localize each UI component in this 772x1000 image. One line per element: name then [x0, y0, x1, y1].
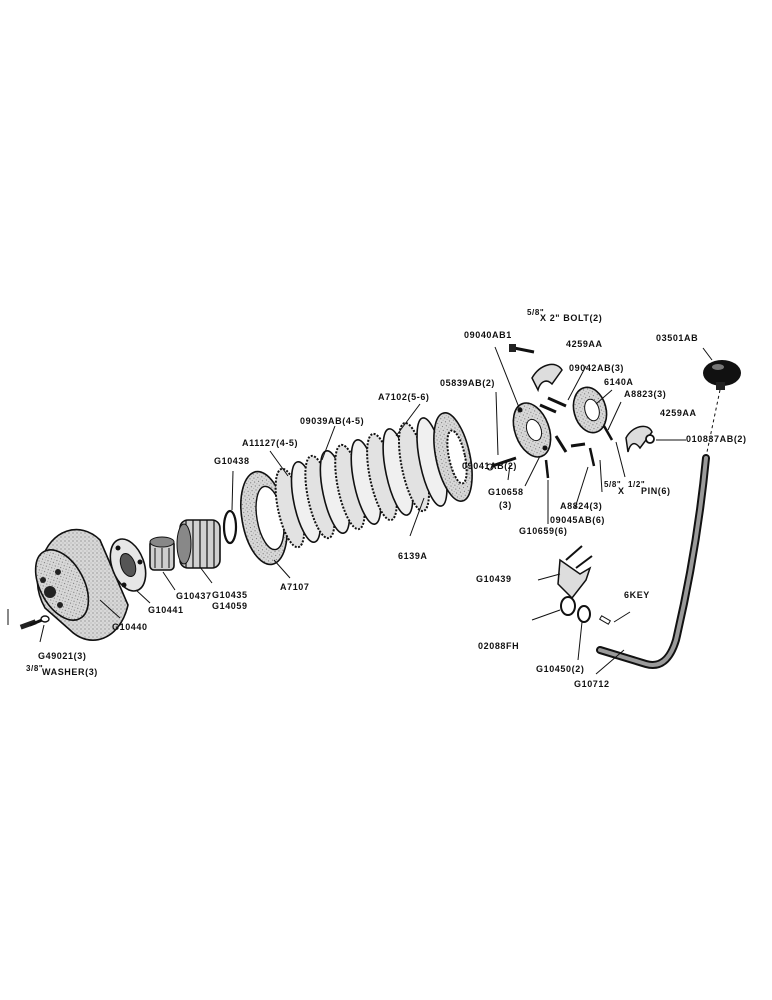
label-g49021: G49021(3) [38, 651, 87, 661]
label-g10437: G10437 [176, 591, 212, 601]
bolt-g49021 [19, 615, 50, 630]
washer-g10450 [577, 605, 591, 623]
label-a8824: A8824(3) [560, 501, 603, 511]
knob-03501ab [703, 360, 741, 390]
label-6140a: 6140A [604, 377, 634, 387]
label-4259aa-upper: 4259AA [566, 339, 603, 349]
pins-small [544, 435, 596, 479]
label-g10658: G10658 [488, 487, 524, 497]
label-02088fh: 02088FH [478, 641, 520, 651]
label-bolt-fraction: 5/8" [527, 308, 545, 317]
alignment-line [706, 389, 721, 453]
label-a11127: A11127(4-5) [242, 438, 299, 448]
shift-lever-g10712 [596, 454, 710, 669]
label-pin-x: X [618, 486, 625, 496]
label-g10435: G10435 [212, 590, 248, 600]
label-g10440: G10440 [112, 622, 148, 632]
pressure-plate-6139a [433, 412, 473, 502]
label-09039ab: 09039AB(4-5) [300, 416, 365, 426]
label-03501ab: 03501AB [656, 333, 699, 343]
bolt-5-8x2 [509, 344, 535, 354]
label-g10438: G10438 [214, 456, 250, 466]
collar-housing [512, 402, 552, 458]
label-bolt: X 2" BOLT(2) [540, 313, 603, 323]
label-09045ab: 09045AB(6) [550, 515, 606, 525]
label-a8823: A8823(3) [624, 389, 667, 399]
gear-g10435 [176, 519, 221, 569]
clutch-plate-stack [274, 417, 448, 549]
label-4259aa-right: 4259AA [660, 408, 697, 418]
snap-ring-g10438 [222, 509, 238, 545]
label-washer: WASHER(3) [42, 667, 98, 677]
label-010837ab: 010837AB(2) [686, 434, 747, 444]
link-4259aa-right [625, 425, 653, 453]
bolt-09041ab [486, 456, 517, 471]
hub-drum-g10440 [34, 528, 129, 641]
label-g10441: G10441 [148, 605, 184, 615]
label-g10712: G10712 [574, 679, 610, 689]
nut-010837ab [645, 434, 655, 444]
label-6key: 6KEY [624, 590, 650, 600]
label-09042ab: 09042AB(3) [569, 363, 625, 373]
label-09040ab1: 09040AB1 [464, 330, 512, 340]
bushing-02088fh [560, 596, 576, 616]
bearing-g10437 [149, 536, 175, 571]
label-a7107: A7107 [280, 582, 310, 592]
label-09041ab: 09041AB(2) [462, 461, 518, 471]
pin-a8823 [602, 425, 614, 441]
label-pin-fraction-a: 5/8" [604, 480, 622, 489]
flange-g10441 [109, 538, 147, 592]
pin-09042ab [539, 396, 567, 414]
label-05839ab: 05839AB(2) [440, 378, 496, 388]
label-g14059: G14059 [212, 601, 248, 611]
label-a7102: A7102(5-6) [378, 392, 430, 402]
key-6 [598, 615, 612, 625]
label-g10439: G10439 [476, 574, 512, 584]
leader-lines [7, 346, 713, 675]
label-washer-fraction: 3/8" [26, 664, 44, 673]
label-pin-fraction-b: 1/2" [628, 480, 646, 489]
label-g10658-qty: (3) [499, 500, 512, 510]
label-pin: PIN(6) [641, 486, 671, 496]
label-g10659: G10659(6) [519, 526, 568, 536]
label-g10450: G10450(2) [536, 664, 585, 674]
link-4259aa-upper [531, 363, 563, 393]
label-6139a: 6139A [398, 551, 428, 561]
cam-housing-6140a [572, 386, 608, 434]
shift-fork-g10439 [557, 545, 593, 600]
